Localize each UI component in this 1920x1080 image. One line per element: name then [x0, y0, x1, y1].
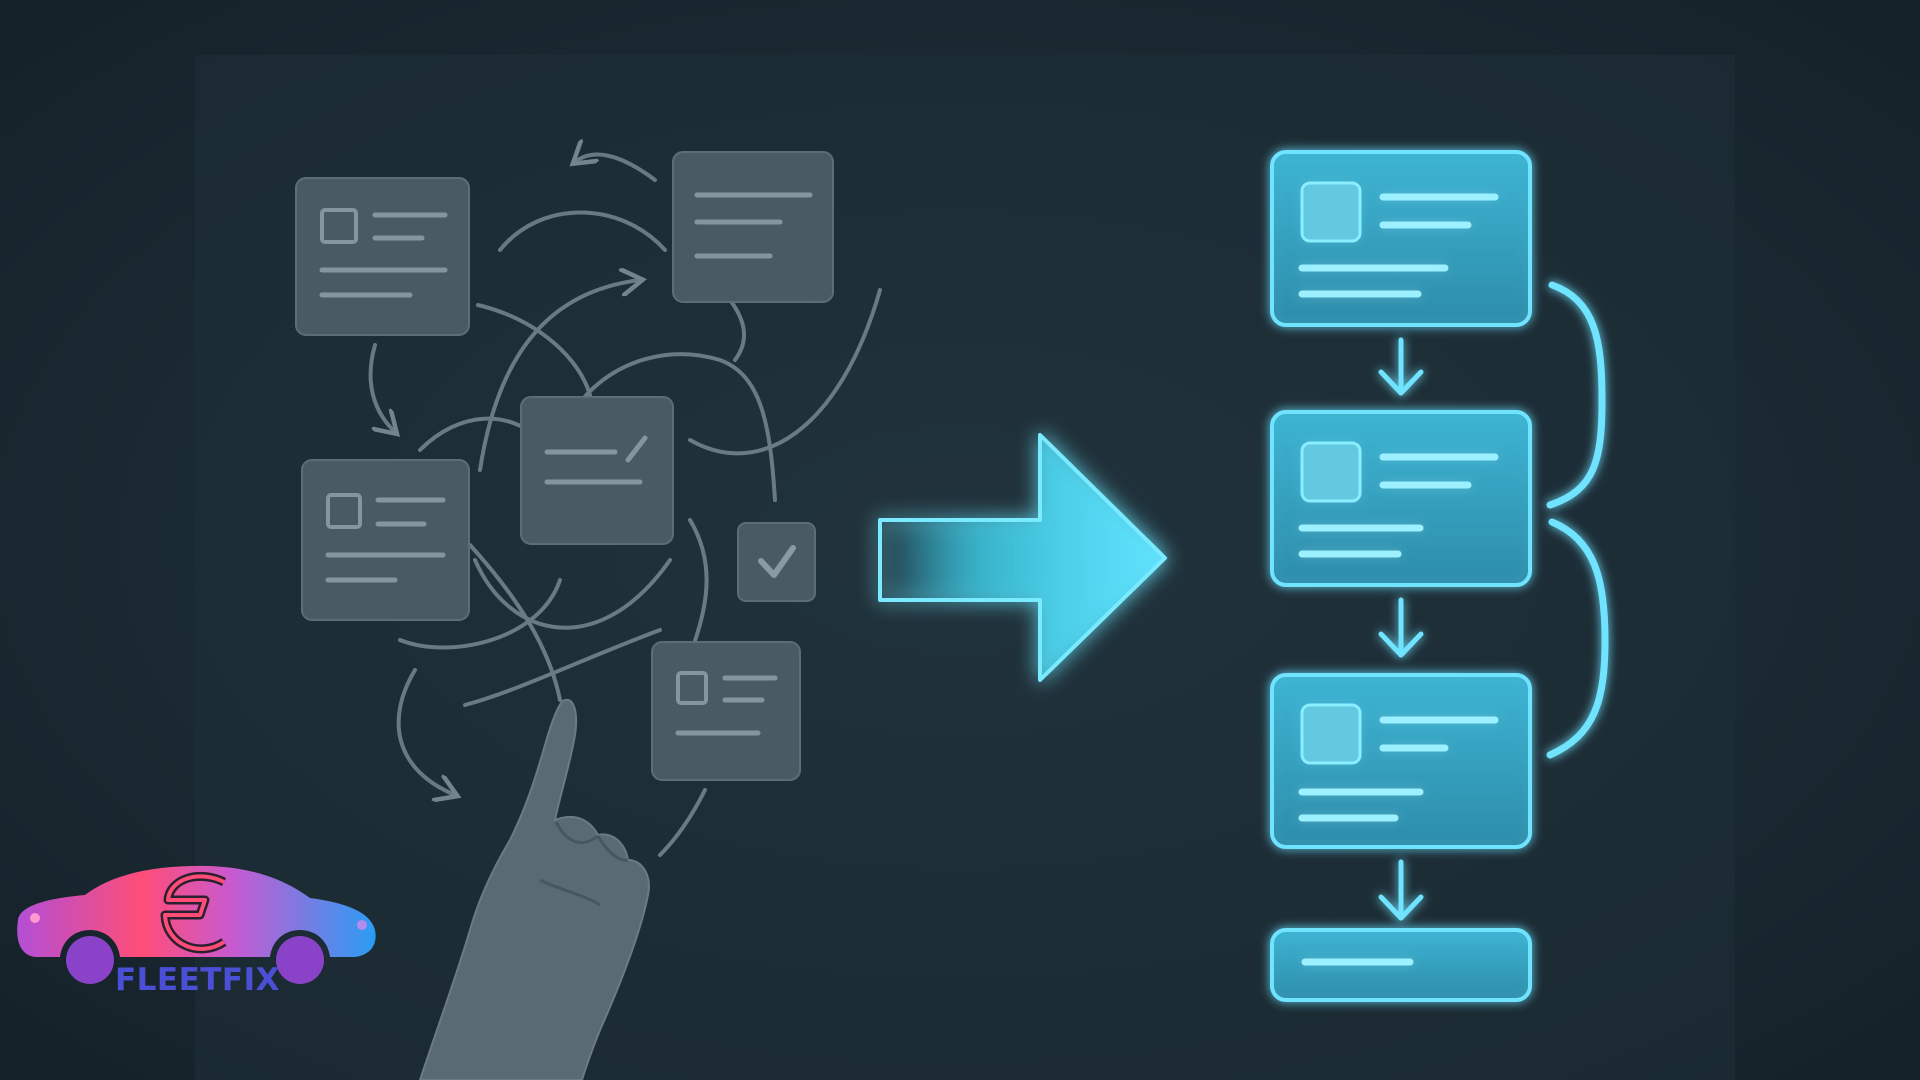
car-wrench-logo [17, 865, 376, 984]
ordered-flowchart [1270, 150, 1609, 1002]
flow-arrow-icon [1378, 337, 1424, 396]
checkmark-icon [758, 545, 796, 578]
checkbox-icon [326, 493, 362, 529]
pencil-icon [625, 435, 648, 463]
chaos-card-5 [651, 641, 801, 781]
flow-arrow-icon [1378, 859, 1424, 921]
checkbox-icon [676, 671, 708, 705]
flow-arrow-icon [1378, 597, 1424, 658]
chaos-check-card [737, 522, 816, 602]
pointing-hand-icon [418, 698, 650, 1080]
chaos-card-4 [301, 459, 470, 621]
flow-step-2 [1270, 410, 1532, 587]
tangled-lines [368, 155, 882, 857]
chaos-card-1 [295, 177, 470, 336]
flow-step-3 [1270, 673, 1532, 849]
transform-arrow-icon [878, 433, 1167, 682]
chaos-card-2 [672, 151, 834, 303]
flow-step-4 [1270, 928, 1532, 1002]
checkbox-icon [320, 208, 358, 244]
flow-step-1 [1270, 150, 1532, 327]
chaos-card-3 [520, 396, 674, 545]
brand-name: FLEETFIX [115, 962, 281, 998]
loop-brackets [1546, 281, 1609, 759]
